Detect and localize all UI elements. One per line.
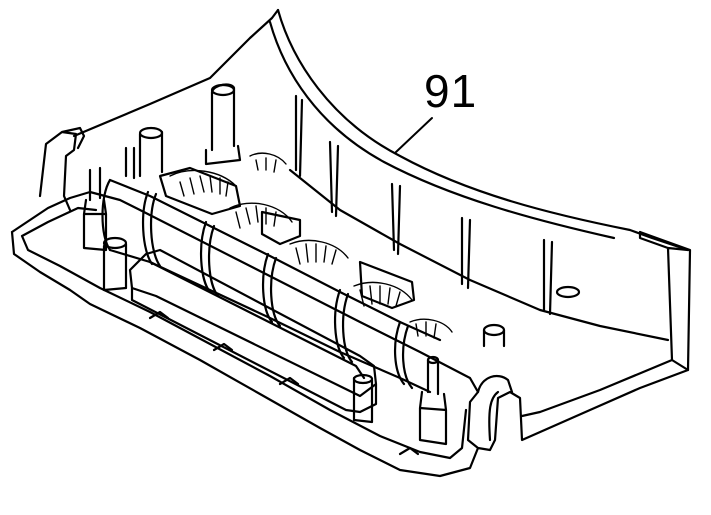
callout-leader-line [396, 118, 432, 152]
boss-left [140, 132, 162, 176]
wall-rib-3 [392, 184, 400, 254]
tray-rim [22, 208, 466, 458]
pin-left [84, 168, 106, 250]
left-end-wall [40, 128, 84, 210]
wall-rib-2 [330, 142, 338, 216]
base-flange [12, 192, 690, 476]
pin-left-small [126, 148, 134, 178]
gear-cluster [170, 153, 452, 338]
collar-4 [335, 290, 352, 362]
wall-rib-5 [544, 240, 552, 314]
boss-front-mid-top [354, 375, 372, 383]
boss-right-inner-top [484, 325, 504, 335]
collar-1 [143, 192, 160, 266]
pin-front-right [420, 360, 446, 444]
boss-right-top [557, 287, 579, 297]
flange-tab-3 [280, 378, 298, 384]
flange-tab-2 [214, 344, 232, 350]
standoff-front-left [104, 244, 126, 290]
back-wall-top [74, 10, 278, 136]
front-bar-housing [130, 250, 376, 412]
flange-tab-4 [400, 448, 418, 454]
boss-rear-left [206, 85, 240, 164]
boss-right-inner [484, 330, 504, 346]
collar-3 [263, 254, 280, 326]
wall-rib-4 [462, 218, 470, 288]
boss-left-top [140, 128, 162, 138]
collar-5 [395, 322, 412, 388]
collar-2 [201, 222, 218, 296]
boss-front-mid [354, 378, 372, 422]
right-end-wall [522, 232, 688, 416]
roller-end-left [103, 180, 111, 250]
gear-housing-2 [262, 212, 300, 244]
rear-wall-floor [290, 170, 668, 340]
curved-rear-wall-inner [270, 22, 614, 238]
callout-label: 91 [424, 65, 478, 117]
wall-rib-1 [296, 96, 302, 176]
flange-tab-1 [150, 312, 168, 318]
roller-shaft [110, 180, 440, 392]
curved-rear-wall [278, 10, 688, 250]
pin-front-right-top [428, 357, 438, 363]
standoff-front-left-top [104, 238, 126, 248]
gear-housing-3 [360, 262, 414, 308]
boss-rear-left-top [212, 85, 234, 95]
right-end-hook [478, 376, 512, 440]
gear-housing-1 [160, 168, 240, 214]
